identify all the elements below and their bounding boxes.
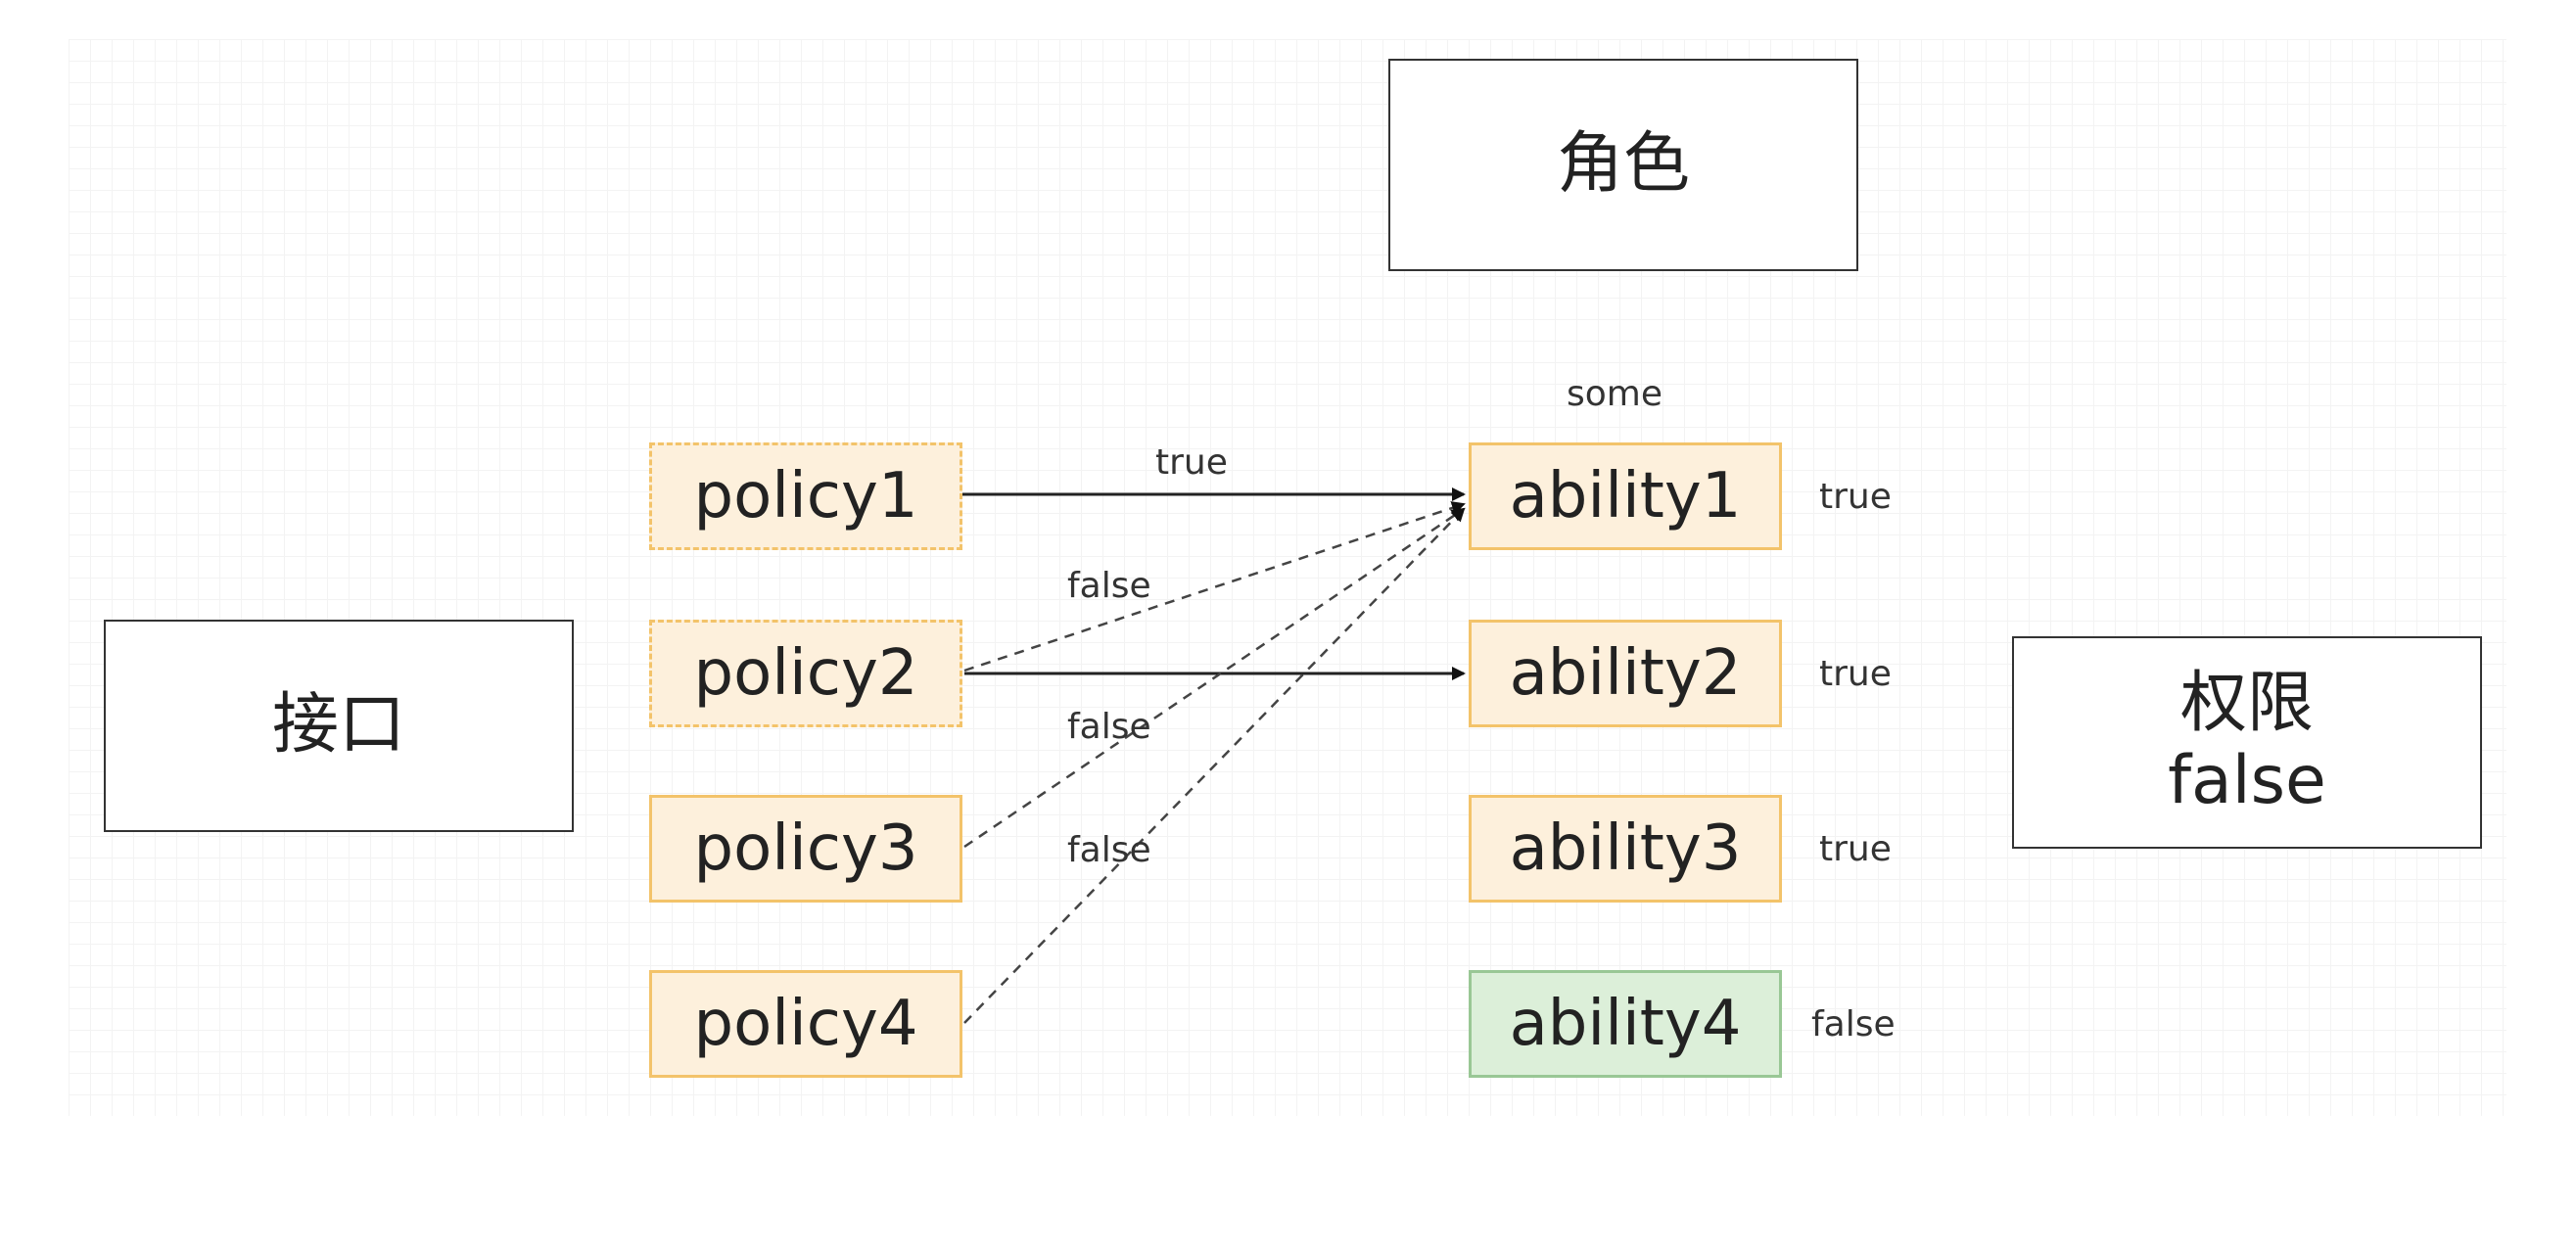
- arrow-policy4-ability1: [963, 507, 1466, 1024]
- edge-label: false: [1067, 566, 1151, 606]
- permission-result: false: [2168, 741, 2326, 819]
- some-label: some: [1567, 374, 1663, 414]
- policy-box-2: policy2: [649, 620, 962, 727]
- ability-box-2: ability2: [1469, 620, 1782, 727]
- interface-label: 接口: [271, 686, 405, 765]
- ability-box-1: ability1: [1469, 442, 1782, 550]
- edge-label: false: [1067, 707, 1151, 747]
- policy-label: policy4: [693, 988, 918, 1060]
- ability-label: ability1: [1509, 460, 1742, 533]
- background-grid: [69, 39, 2506, 1116]
- policy-box-4: policy4: [649, 970, 962, 1078]
- ability-result-3: true: [1819, 829, 1892, 869]
- permission-box: 权限 false: [2012, 636, 2482, 849]
- ability-result-4: false: [1811, 1004, 1896, 1044]
- ability-box-3: ability3: [1469, 795, 1782, 903]
- policy-label: policy1: [693, 460, 918, 533]
- role-label: 角色: [1556, 125, 1690, 204]
- ability-box-4: ability4: [1469, 970, 1782, 1078]
- ability-label: ability2: [1509, 637, 1742, 710]
- edge-label: true: [1155, 442, 1228, 483]
- role-box: 角色: [1388, 59, 1858, 271]
- policy-box-1: policy1: [649, 442, 962, 550]
- edge-label: false: [1067, 830, 1151, 870]
- policy-label: policy3: [693, 812, 918, 885]
- ability-label: ability4: [1509, 988, 1742, 1060]
- permission-label: 权限: [2179, 665, 2314, 743]
- policy-box-3: policy3: [649, 795, 962, 903]
- ability-result-1: true: [1819, 477, 1892, 517]
- policy-label: policy2: [693, 637, 918, 710]
- interface-box: 接口: [104, 620, 574, 832]
- ability-result-2: true: [1819, 654, 1892, 694]
- ability-label: ability3: [1509, 812, 1742, 885]
- arrow-policy3-ability1: [963, 507, 1466, 849]
